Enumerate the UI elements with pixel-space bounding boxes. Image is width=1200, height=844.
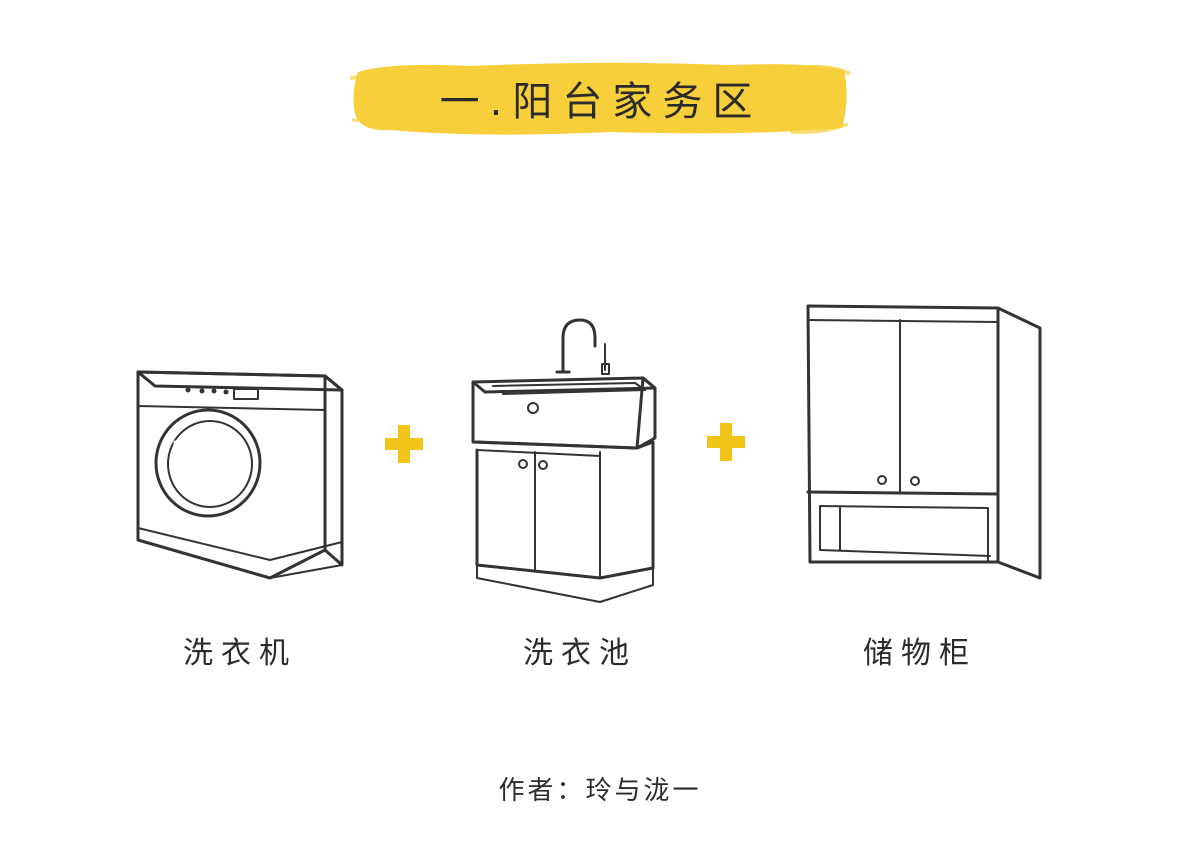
page-title: 一.阳台家务区: [439, 79, 763, 125]
label-storage-cabinet: 储物柜: [863, 636, 977, 671]
laundry-sink-icon: [471, 318, 657, 603]
label-laundry-sink: 洗衣池: [523, 636, 637, 671]
plus-icon: [385, 425, 423, 463]
plus-icon: [707, 423, 745, 461]
label-washing-machine: 洗衣机: [183, 636, 297, 671]
author-credit: 作者：玲与泷一: [498, 776, 702, 806]
washing-machine-icon: [136, 370, 344, 580]
title-banner: 一.阳台家务区: [350, 58, 852, 138]
storage-cabinet-icon: [806, 304, 1042, 580]
brush-highlight: [350, 62, 851, 135]
